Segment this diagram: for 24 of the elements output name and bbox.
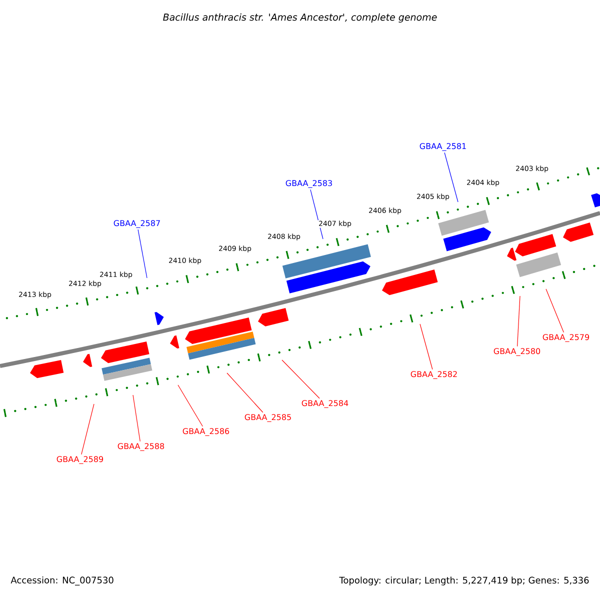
footer-text: Accession: NC_007530: [10, 576, 114, 586]
gene-label: GBAA_2586: [182, 428, 230, 436]
gene-label: GBAA_2589: [56, 456, 104, 464]
gene-label: GBAA_2582: [410, 371, 457, 379]
leader-line: [282, 360, 320, 399]
leader-line: [546, 288, 564, 333]
leader-line: [81, 404, 94, 455]
gene-label: GBAA_2587: [114, 220, 160, 228]
leader-line: [517, 296, 520, 347]
gene-label: GBAA_2588: [118, 443, 164, 451]
leader-line: [444, 152, 458, 202]
gene-label: GBAA_2583: [286, 180, 332, 188]
footer-text: Topology: circular; Length: 5,227,419 bp; Genes: 5,336: [339, 576, 589, 586]
leader-line: [178, 384, 203, 427]
gene-label: GBAA_2584: [302, 400, 348, 408]
title: Bacillus anthracis str. 'Ames Ancestor', complete genome: [163, 13, 437, 23]
leader-line: [138, 229, 148, 278]
gene-label: GBAA_2580: [494, 348, 540, 356]
leader-line: [132, 394, 140, 442]
gene-label: GBAA_2585: [244, 414, 291, 422]
leader-line: [226, 372, 264, 413]
gene-label: GBAA_2579: [542, 334, 590, 342]
leader-line: [420, 324, 433, 370]
gene-label: GBAA_2581: [420, 143, 466, 151]
